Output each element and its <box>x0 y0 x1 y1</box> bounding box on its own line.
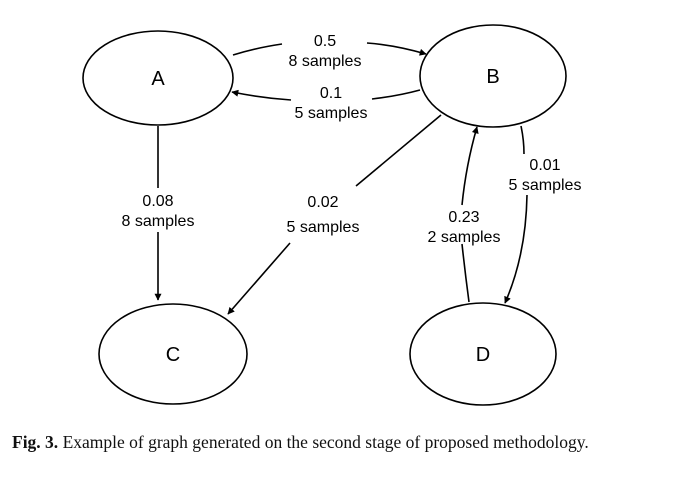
figure-caption: Fig. 3. Example of graph generated on th… <box>12 432 658 453</box>
edge-a-c-samples: 8 samples <box>122 213 195 230</box>
edge-a-c: 0.08 8 samples <box>122 126 195 301</box>
figure-caption-text: Example of graph generated on the second… <box>62 432 589 452</box>
figure-label: Fig. 3. <box>12 432 59 452</box>
edge-b-a-samples: 5 samples <box>295 105 368 122</box>
node-d: D <box>409 302 557 406</box>
node-a: A <box>82 30 234 126</box>
edge-d-b: 0.23 2 samples <box>428 126 501 303</box>
edge-a-b: 0.5 8 samples <box>232 33 427 70</box>
node-b-label: B <box>486 66 499 88</box>
edge-a-b-weight: 0.5 <box>314 33 336 50</box>
edge-b-a: 0.1 5 samples <box>231 85 421 122</box>
node-a-label: A <box>151 68 165 90</box>
edge-b-d-samples: 5 samples <box>509 177 582 194</box>
edge-b-a-weight: 0.1 <box>320 85 342 102</box>
edge-a-c-weight: 0.08 <box>142 193 173 210</box>
edge-b-d-weight: 0.01 <box>529 157 560 174</box>
edge-d-b-samples: 2 samples <box>428 229 501 246</box>
node-c-label: C <box>166 344 180 366</box>
edge-b-c-weight: 0.02 <box>307 194 338 211</box>
edge-a-b-samples: 8 samples <box>289 53 362 70</box>
edge-b-d: 0.01 5 samples <box>504 125 582 304</box>
edge-d-b-weight: 0.23 <box>448 209 479 226</box>
edge-b-c-samples: 5 samples <box>287 219 360 236</box>
node-d-label: D <box>476 344 490 366</box>
node-b: B <box>419 24 567 128</box>
edge-b-c: 0.02 5 samples <box>227 114 442 315</box>
graph-diagram: A B C D 0.5 8 samples 0.1 5 samples 0.08… <box>82 24 582 406</box>
node-c: C <box>98 303 248 405</box>
